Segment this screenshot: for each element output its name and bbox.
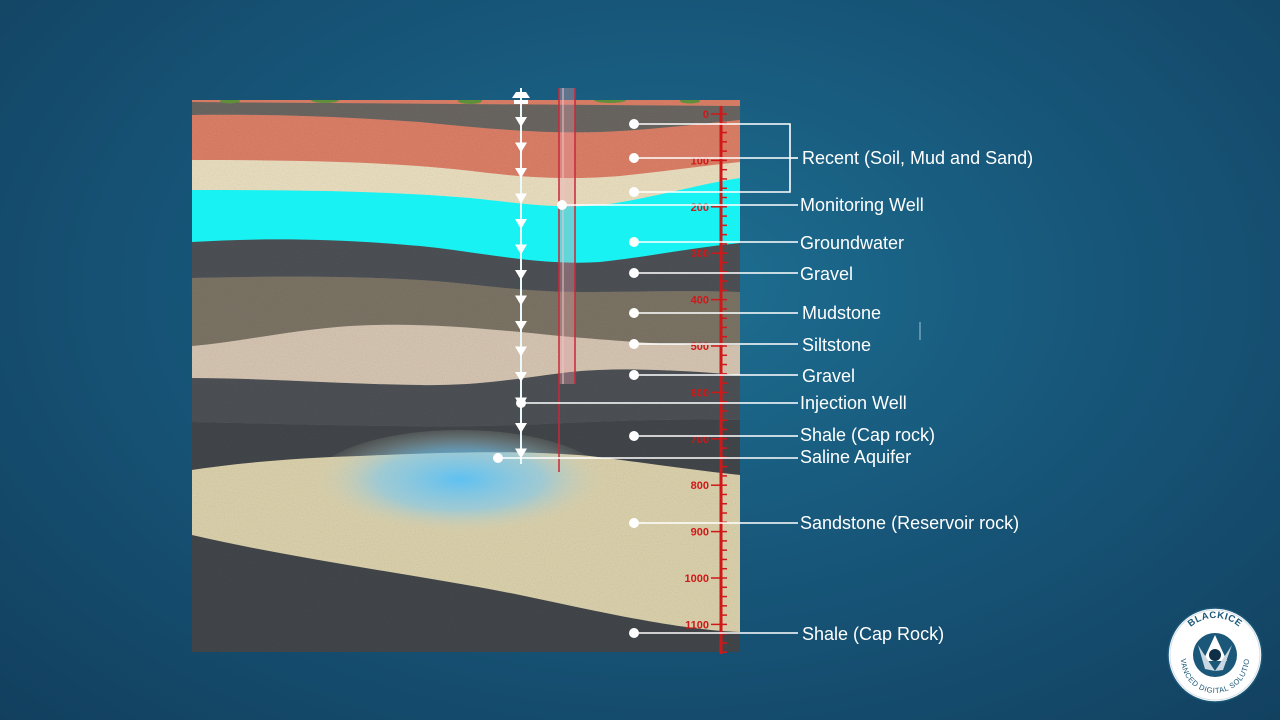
label-gravel-upper: Gravel (800, 264, 853, 284)
brand-badge: BLACKICE ADVANCED DIGITAL SOLUTIONS (1167, 607, 1263, 703)
label-injection-well: Injection Well (800, 393, 907, 413)
injection-arrow-icon (515, 346, 527, 357)
injection-arrow-icon (515, 295, 527, 306)
injection-arrow-icon (515, 448, 527, 459)
depth-tick-label: 200 (691, 202, 709, 214)
injection-arrow-icon (515, 142, 527, 153)
label-sandstone: Sandstone (Reservoir rock) (800, 513, 1019, 533)
label-shale-cap-rock: Shale (Cap rock) (800, 425, 935, 445)
depth-tick-label: 600 (691, 387, 709, 399)
depth-tick-label: 500 (691, 341, 709, 353)
geological-layers (192, 100, 740, 652)
depth-tick-label: 0 (703, 109, 709, 121)
saline-aquifer-plume (310, 430, 610, 540)
depth-tick-label: 300 (691, 248, 709, 260)
shale-bottom-layer (192, 535, 740, 652)
label-monitoring-well: Monitoring Well (800, 195, 924, 215)
leader-dots (493, 119, 639, 638)
injection-arrow-icon (515, 117, 527, 127)
injection-arrow-icon (515, 321, 527, 331)
depth-tick-label: 400 (691, 295, 709, 307)
label-groundwater: Groundwater (800, 233, 904, 253)
injection-arrow-icon (515, 168, 527, 178)
label-recent: Recent (Soil, Mud and Sand) (802, 148, 1033, 168)
injection-arrow-icon (515, 244, 527, 255)
topsoil-layer (192, 102, 740, 133)
injection-arrow-icon (515, 372, 527, 382)
label-shale-bottom: Shale (Cap Rock) (802, 624, 944, 644)
badge-shutter-icon (1193, 633, 1237, 677)
label-gravel-lower: Gravel (802, 366, 855, 386)
depth-tick-label: 1100 (685, 619, 709, 631)
leader-lines (498, 123, 798, 634)
monitoring-well-pipe (558, 88, 576, 472)
label-saline-aquifer: Saline Aquifer (800, 447, 911, 467)
injection-arrow-icon (515, 270, 527, 280)
injection-arrow-icon (515, 219, 527, 229)
depth-tick-label: 800 (691, 480, 709, 492)
injection-arrow-icon (515, 193, 527, 204)
injection-arrow-icon (515, 423, 527, 433)
surface-grass (220, 100, 700, 104)
layer-labels: Recent (Soil, Mud and Sand) Monitoring W… (800, 148, 1033, 644)
label-siltstone: Siltstone (802, 335, 871, 355)
label-mudstone: Mudstone (802, 303, 881, 323)
wellhead-icon (512, 92, 530, 104)
depth-tick-label: 1000 (685, 573, 709, 585)
depth-tick-label: 900 (691, 527, 709, 539)
